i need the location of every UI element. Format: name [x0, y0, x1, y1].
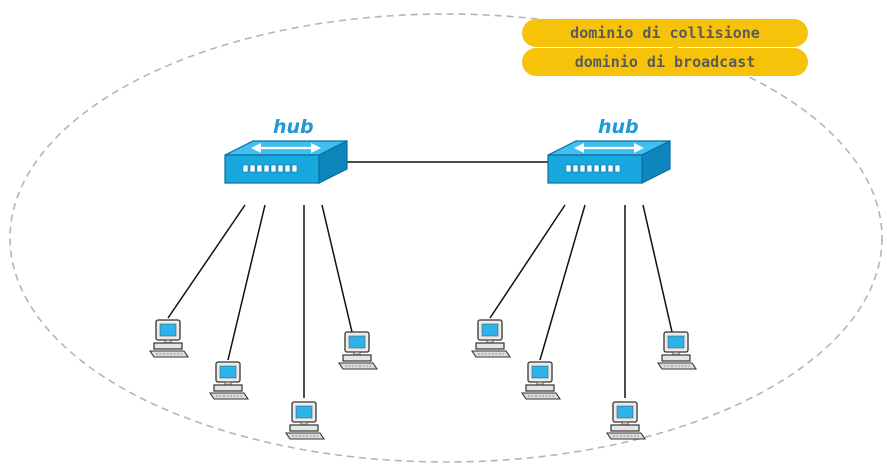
computer-icon	[209, 361, 249, 400]
hub-left	[223, 139, 349, 185]
computer-icon	[338, 331, 378, 370]
left-hub-cables	[167, 204, 353, 398]
hub-left-label: hub	[273, 116, 314, 138]
computer-icon	[471, 319, 511, 358]
computer-icon	[149, 319, 189, 358]
right-hub-cables	[489, 204, 673, 398]
computer-icon	[606, 401, 646, 440]
domain-boundary	[9, 13, 883, 463]
collision-domain-tag: dominio di collisione	[522, 19, 808, 47]
hub-right	[546, 139, 672, 185]
computer-icon	[285, 401, 325, 440]
computer-icon	[521, 361, 561, 400]
broadcast-domain-tag: dominio di broadcast	[522, 48, 808, 76]
computer-icon	[657, 331, 697, 370]
hub-right-label: hub	[598, 116, 639, 138]
